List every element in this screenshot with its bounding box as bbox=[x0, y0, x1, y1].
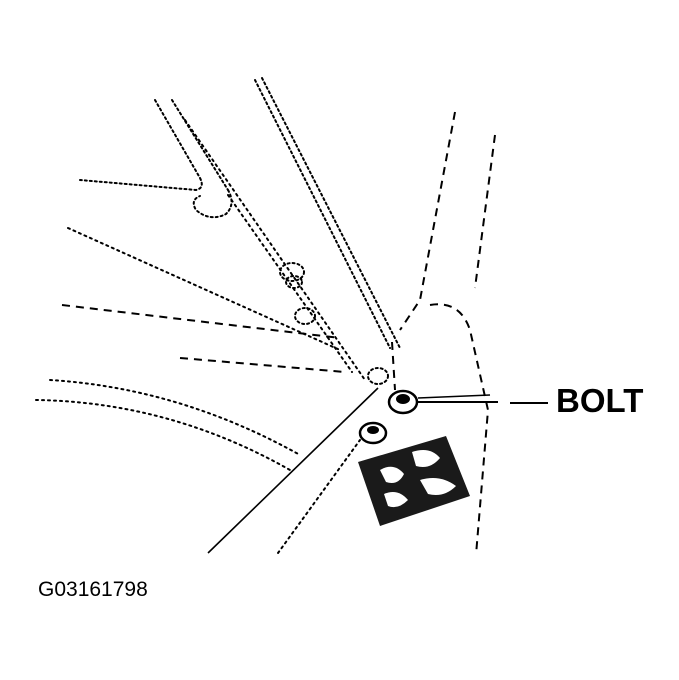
bolt-leader-line bbox=[418, 401, 548, 404]
lower-brace bbox=[207, 387, 379, 554]
pillar-lines bbox=[184, 77, 401, 381]
panel-lines bbox=[35, 227, 346, 471]
bolt-icon bbox=[387, 389, 419, 415]
figure-id-label: G03161798 bbox=[38, 578, 148, 601]
bracket-block bbox=[358, 436, 470, 526]
right-panel-outline bbox=[391, 111, 496, 556]
lower-bolt-icon bbox=[358, 421, 388, 445]
bolt-leader-tick bbox=[417, 394, 491, 399]
bolt-callout-label: BOLT bbox=[556, 382, 644, 419]
pillar-holes bbox=[279, 262, 389, 385]
upper-arm-outline bbox=[79, 99, 233, 219]
